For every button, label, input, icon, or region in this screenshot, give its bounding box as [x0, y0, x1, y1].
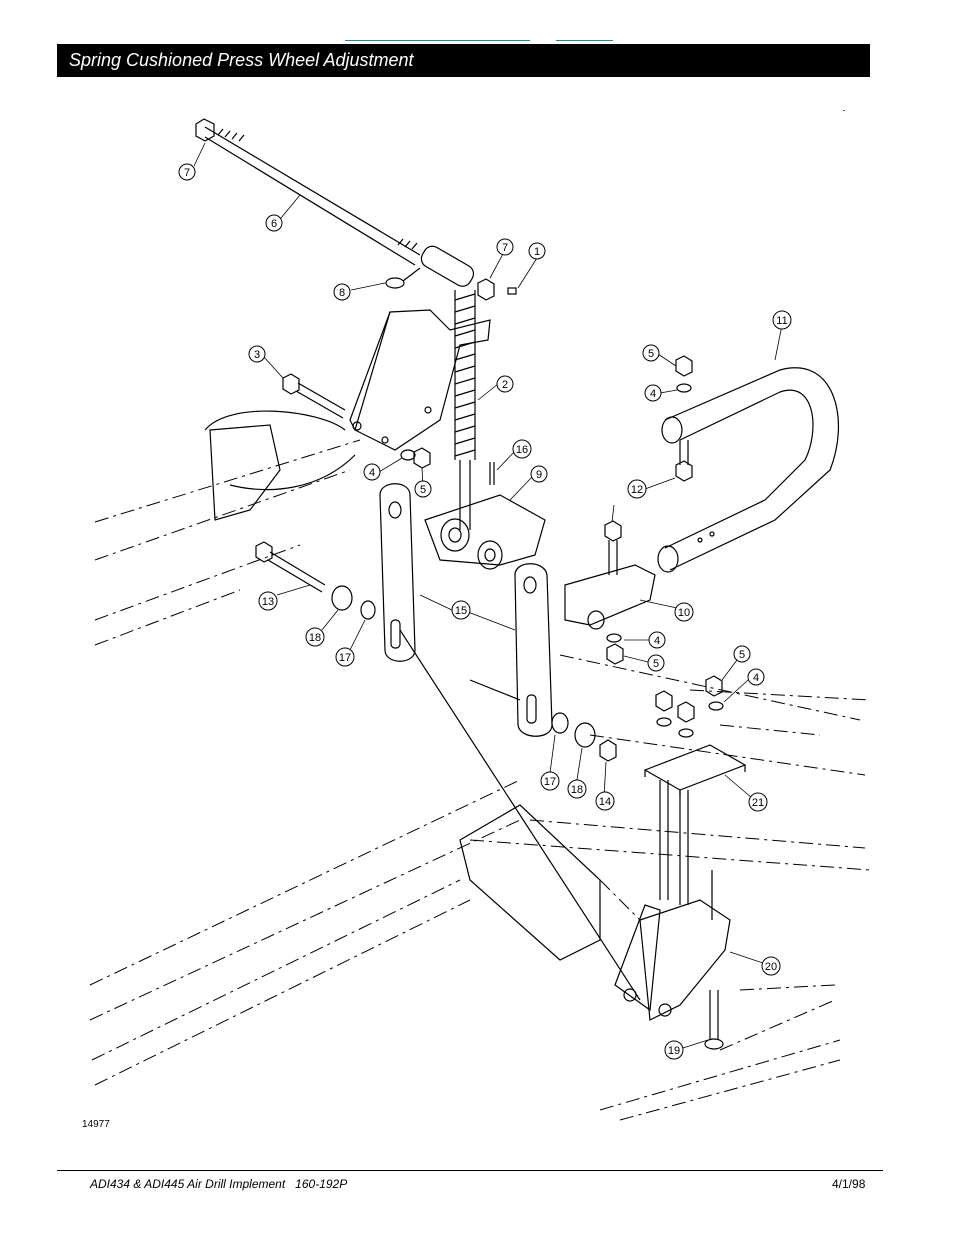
footer-divider [57, 1170, 883, 1171]
svg-text:10: 10 [678, 607, 690, 619]
svg-text:4: 4 [369, 467, 375, 479]
svg-text:11: 11 [776, 315, 787, 327]
figure-number: 14977 [82, 1119, 110, 1130]
svg-text:4: 4 [753, 672, 759, 684]
svg-text:5: 5 [739, 649, 745, 661]
bracket-20 [639, 899, 731, 1021]
svg-text:5: 5 [648, 348, 654, 360]
callout-14: 14 [595, 791, 615, 811]
callout-9: 9 [530, 465, 548, 483]
link-15-left [379, 483, 416, 662]
page-title: Spring Cushioned Press Wheel Adjustment [69, 50, 414, 70]
clamp-10 [564, 564, 656, 626]
callout-4: 4 [648, 631, 666, 649]
svg-text:16: 16 [516, 444, 528, 456]
washer-18-left [331, 585, 353, 611]
pivot-tube [420, 245, 475, 287]
svg-text:15: 15 [455, 605, 467, 617]
callout-19: 19 [664, 1040, 684, 1060]
nut-7-right [477, 278, 495, 301]
bolt-3-head [282, 373, 300, 395]
callout-3: 3 [248, 345, 266, 363]
svg-text:4: 4 [654, 635, 660, 647]
footer-document-title: ADI434 & ADI445 Air Drill Implement 160-… [90, 1177, 348, 1191]
header-link-2[interactable] [556, 40, 613, 41]
frame-dashed-lines [89, 439, 871, 1121]
footer-date: 4/1/98 [832, 1177, 866, 1191]
svg-text:2: 2 [502, 379, 508, 391]
svg-text:7: 7 [502, 242, 508, 254]
svg-text:17: 17 [339, 652, 351, 664]
callout-12: 12 [627, 479, 647, 499]
callout-7: 7 [496, 238, 514, 256]
callout-13: 13 [258, 591, 278, 611]
callout-5: 5 [733, 645, 751, 663]
grease-fitting-1 [507, 287, 517, 295]
spacer-17-right [551, 712, 569, 734]
nut-14 [599, 739, 617, 762]
svg-text:19: 19 [668, 1045, 680, 1057]
svg-text:3: 3 [254, 349, 260, 361]
svg-text:20: 20 [765, 961, 777, 973]
callout-5: 5 [414, 480, 432, 498]
callout-18: 18 [567, 779, 587, 799]
svg-text:21: 21 [752, 797, 764, 809]
title-bar: Spring Cushioned Press Wheel Adjustment [57, 44, 870, 77]
upper-bracket [354, 309, 491, 451]
header-link-1[interactable] [345, 40, 530, 41]
callout-17: 17 [335, 647, 355, 667]
callout-2: 2 [496, 375, 514, 393]
svg-text:7: 7 [184, 167, 190, 179]
callout-16: 16 [512, 439, 532, 459]
threaded-shaft [454, 290, 476, 530]
callout-7: 7 [178, 163, 196, 181]
callout-6: 6 [265, 214, 283, 232]
callout-5: 5 [642, 344, 660, 362]
callout-5: 5 [647, 654, 665, 672]
callout-1: 1 [528, 242, 546, 260]
spacer-17-left [360, 600, 376, 620]
svg-text:1: 1 [534, 246, 540, 258]
svg-text:5: 5 [420, 484, 426, 496]
adjusting-rod [204, 126, 421, 266]
callout-20: 20 [761, 956, 781, 976]
washer-8 [385, 277, 405, 289]
svg-text:17: 17 [544, 776, 556, 788]
page-mark [843, 110, 845, 111]
svg-text:9: 9 [536, 469, 542, 481]
svg-text:12: 12 [631, 484, 643, 496]
pivot-block-9 [424, 494, 546, 566]
svg-text:18: 18 [309, 632, 321, 644]
bolt-13-head [255, 541, 273, 563]
callout-4: 4 [747, 668, 765, 686]
callout-17: 17 [540, 771, 560, 791]
svg-text:13: 13 [262, 596, 274, 608]
link-15-right [514, 563, 553, 737]
press-wheel-arm-11 [657, 367, 840, 573]
callout-4: 4 [644, 384, 662, 402]
svg-text:4: 4 [650, 388, 656, 400]
callout-11: 11 [772, 310, 792, 330]
callout-8: 8 [333, 283, 351, 301]
callout-21: 21 [748, 792, 768, 812]
callout-15: 15 [451, 600, 471, 620]
callout-18: 18 [305, 627, 325, 647]
svg-text:8: 8 [339, 287, 345, 299]
frame-tube [204, 410, 601, 961]
svg-text:5: 5 [653, 658, 659, 670]
callout-4: 4 [363, 463, 381, 481]
callout-10: 10 [674, 602, 694, 622]
svg-text:18: 18 [571, 784, 583, 796]
washer-18-right [574, 722, 596, 748]
nut-7-top [195, 118, 215, 142]
svg-text:14: 14 [599, 796, 611, 808]
svg-text:6: 6 [271, 218, 277, 230]
